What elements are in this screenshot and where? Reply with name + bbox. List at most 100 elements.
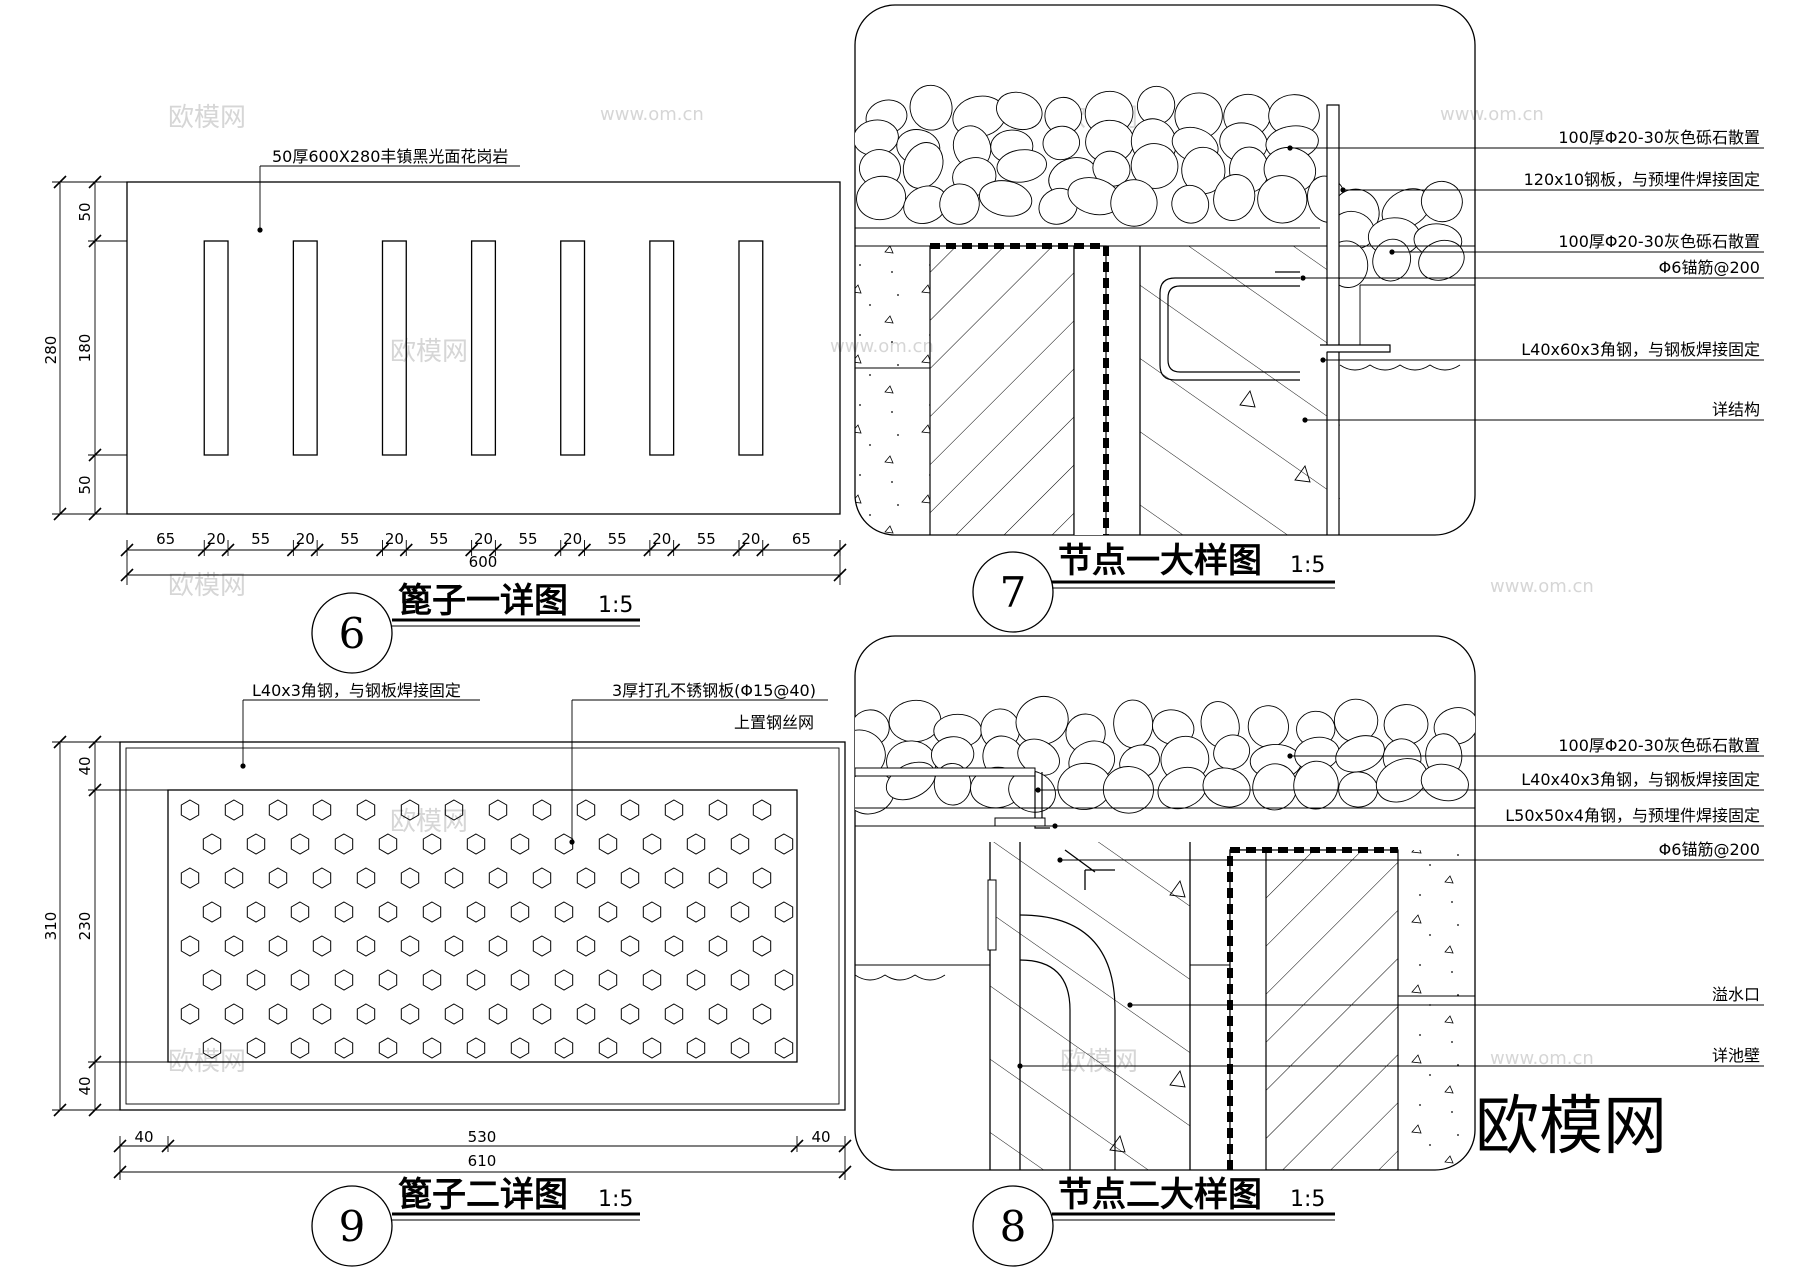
perforation-hole <box>620 799 640 821</box>
perforation-hole <box>730 833 750 855</box>
perforation-hole <box>488 935 508 957</box>
dim-plate-width: 530 <box>468 1128 497 1146</box>
perforation-hole <box>290 1037 310 1059</box>
perforation-hole <box>620 1003 640 1025</box>
perforation-hole <box>422 901 442 923</box>
perforation-hole <box>180 867 200 889</box>
perforation-hole <box>400 799 420 821</box>
perforation-hole <box>400 1003 420 1025</box>
perforation-hole <box>642 833 662 855</box>
material-label: 50厚600X280丰镇黑光面花岗岩 <box>272 147 508 166</box>
perforation-hole <box>664 867 684 889</box>
perforation-hole <box>576 935 596 957</box>
gravel-stone <box>1110 179 1158 227</box>
gravel-stone <box>1008 770 1056 813</box>
watermark-url: www.om.cn <box>600 104 704 125</box>
dim-label: 55 <box>251 530 270 548</box>
perforation-hole <box>180 935 200 957</box>
perforated-plate-label: 3厚打孔不锈钢板(Φ15@40) <box>612 681 816 700</box>
detail-title: 节点二大样图 <box>1058 1175 1262 1215</box>
perforation-hole <box>246 969 266 991</box>
perforation-hole <box>290 833 310 855</box>
perforation-hole <box>664 1003 684 1025</box>
perforation-hole <box>532 1003 552 1025</box>
perforation-hole <box>312 867 332 889</box>
dim-top-frame: 40 <box>76 756 94 775</box>
perforation-hole <box>268 1003 288 1025</box>
perforation-hole <box>642 901 662 923</box>
perforation-hole <box>598 969 618 991</box>
perforation-hole <box>356 799 376 821</box>
gravel-stone <box>855 729 886 778</box>
perforation-hole <box>444 867 464 889</box>
gravel-stone <box>1247 705 1289 748</box>
dim-total-width: 610 <box>468 1152 497 1170</box>
perforation-hole <box>752 799 772 821</box>
perforation-hole <box>488 1003 508 1025</box>
gravel-stone <box>1213 734 1251 770</box>
perforation-hole <box>444 935 464 957</box>
perforation-hole <box>554 1037 574 1059</box>
perforation-hole <box>378 1037 398 1059</box>
watermark-text: 欧模网 <box>168 571 246 601</box>
callout-label: 120x10钢板，与预埋件焊接固定 <box>1524 170 1760 189</box>
brand-watermark: 欧模网 <box>1475 1090 1667 1164</box>
callout-label: L40x60x3角钢，与钢板焊接固定 <box>1521 340 1760 359</box>
perforation-hole <box>598 901 618 923</box>
perforation-holes <box>180 799 794 1059</box>
dim-label: 55 <box>697 530 716 548</box>
perforation-hole <box>202 833 222 855</box>
slot <box>649 240 675 456</box>
slot <box>560 240 586 456</box>
detail-8-joint-two: 100厚Φ20-30灰色砾石散置 L40x40x3角钢，与钢板焊接固定 L50x50… <box>854 635 1764 1267</box>
perforation-hole <box>400 935 420 957</box>
perforation-hole <box>708 799 728 821</box>
perforation-hole <box>444 1003 464 1025</box>
dim-label: 65 <box>792 530 811 548</box>
perforation-hole <box>312 935 332 957</box>
dim-overall-height: 310 <box>42 912 60 941</box>
perforation-hole <box>488 867 508 889</box>
perforation-hole <box>730 1037 750 1059</box>
slot <box>738 240 764 456</box>
detail-number-circle <box>972 551 1054 633</box>
callout-label: 溢水口 <box>1712 985 1760 1004</box>
watermark-text: 欧模网 <box>390 807 468 837</box>
detail-9-grate-two: L40x3角钢，与钢板焊接固定 3厚打孔不锈钢板(Φ15@40) 上置钢丝网 3… <box>42 681 852 1267</box>
dim-right-frame: 40 <box>811 1128 830 1146</box>
callout-label: L40x40x3角钢，与钢板焊接固定 <box>1521 770 1760 789</box>
perforation-hole <box>554 901 574 923</box>
callout-label: L50x50x4角钢，与预埋件焊接固定 <box>1505 806 1760 825</box>
detail-title: 篦子一详图 <box>398 581 568 621</box>
dim-overall-height: 280 <box>42 336 60 365</box>
perforation-hole <box>202 901 222 923</box>
perforation-hole <box>268 867 288 889</box>
wire-mesh-label: 上置钢丝网 <box>734 713 814 732</box>
gravel-stone <box>1181 146 1226 195</box>
perforation-hole <box>246 833 266 855</box>
perforation-hole <box>378 901 398 923</box>
dim-top-margin: 50 <box>76 202 94 221</box>
slot <box>203 240 229 456</box>
detail-number-circle <box>972 1185 1054 1267</box>
detail-title: 节点一大样图 <box>1058 541 1262 581</box>
perforation-hole <box>620 867 640 889</box>
perforation-hole <box>708 867 728 889</box>
perforation-hole <box>752 1003 772 1025</box>
perforation-hole <box>378 969 398 991</box>
dim-label: 20 <box>474 530 493 548</box>
gravel-stone <box>1420 180 1463 223</box>
perforation-hole <box>576 1003 596 1025</box>
perforation-hole <box>268 799 288 821</box>
perforation-hole <box>576 799 596 821</box>
dim-bottom-margin: 50 <box>76 475 94 494</box>
dim-slot-height: 180 <box>76 334 94 363</box>
callout-label: 100厚Φ20-30灰色砾石散置 <box>1558 736 1760 755</box>
gravel-stone <box>856 175 907 221</box>
callout-label: Φ6锚筋@200 <box>1659 258 1760 277</box>
watermark-url: www.om.cn <box>1490 1048 1594 1069</box>
perforation-hole <box>554 969 574 991</box>
perforation-hole <box>312 1003 332 1025</box>
dim-left-frame: 40 <box>134 1128 153 1146</box>
perforation-hole <box>356 1003 376 1025</box>
